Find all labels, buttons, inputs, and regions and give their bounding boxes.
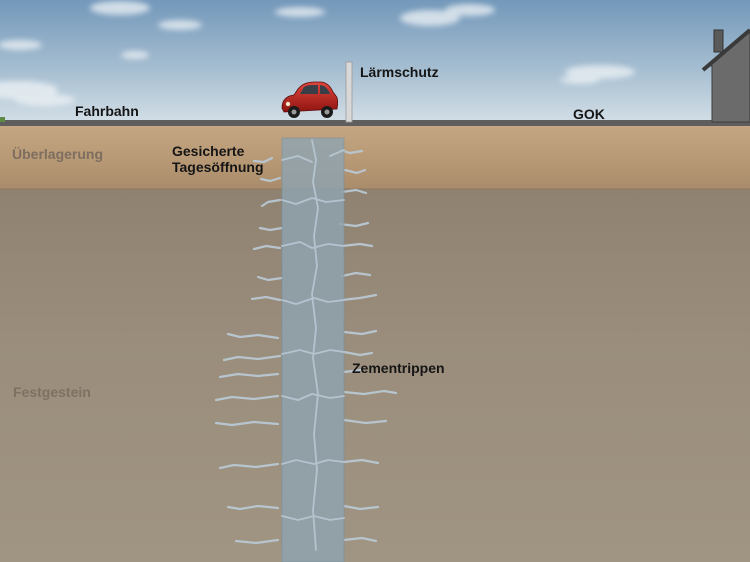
house-icon bbox=[701, 28, 750, 123]
noise-barrier-label: Lärmschutz bbox=[360, 64, 439, 80]
shaft-cracks bbox=[281, 139, 345, 551]
ground-surface bbox=[0, 120, 750, 126]
sky bbox=[0, 0, 750, 122]
cement-ribs-label: Zementrippen bbox=[352, 360, 445, 376]
bedrock-layer bbox=[0, 189, 750, 562]
road-label: Fahrbahn bbox=[75, 103, 139, 119]
noise-barrier-post bbox=[345, 61, 353, 123]
secured-opening-label-line1: Gesicherte bbox=[172, 143, 245, 159]
bedrock-label: Festgestein bbox=[13, 384, 91, 400]
ground-level-label: GOK bbox=[573, 106, 605, 122]
secured-opening-label-line2: Tagesöffnung bbox=[172, 159, 264, 175]
clouds bbox=[0, 1, 635, 106]
car-icon bbox=[281, 81, 339, 118]
overburden-layer bbox=[0, 126, 750, 189]
overburden-label: Überlagerung bbox=[12, 146, 104, 162]
cement-ribs bbox=[214, 148, 398, 545]
